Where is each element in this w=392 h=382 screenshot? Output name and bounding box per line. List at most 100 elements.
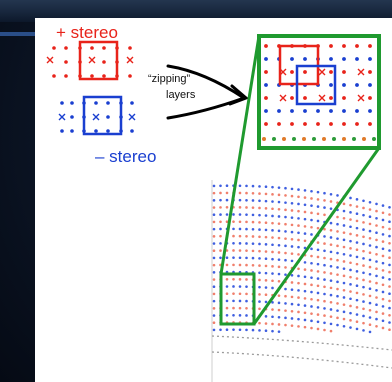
- minus-dot: [70, 129, 74, 133]
- fan-dot: [303, 210, 307, 214]
- fan-dot: [271, 308, 274, 311]
- fan-dot: [258, 271, 261, 275]
- fan-dot: [388, 270, 391, 274]
- fan-dot: [355, 291, 359, 295]
- fan-dot: [355, 327, 359, 331]
- fan-dot: [368, 323, 372, 327]
- fan-dot: [297, 231, 300, 235]
- fan-dot: [303, 239, 307, 243]
- fan-dot: [316, 313, 320, 316]
- inset-frame: [257, 34, 381, 150]
- fan-dot: [251, 199, 255, 202]
- fan-dot: [264, 286, 268, 289]
- fan-dot: [375, 317, 378, 321]
- fan-dot: [238, 328, 242, 332]
- fan-dot: [355, 262, 359, 266]
- fan-dot: [271, 229, 274, 232]
- fan-dot: [245, 328, 248, 332]
- fan-dot: [277, 279, 281, 283]
- fan-dot: [362, 213, 365, 217]
- fan-dot: [368, 222, 372, 226]
- fan-dot: [316, 291, 320, 295]
- inset-cross-mark: [279, 94, 287, 102]
- fan-dot: [212, 206, 216, 209]
- fan-dot: [336, 302, 339, 305]
- fan-dot: [303, 246, 307, 250]
- fan-dot: [232, 256, 235, 259]
- minus-stereo-label: – stereo: [95, 147, 157, 166]
- fan-dot: [381, 326, 385, 330]
- fan-dot: [238, 285, 242, 288]
- fan-dot: [316, 270, 320, 273]
- fan-dot: [245, 249, 248, 252]
- fan-boundary-dashed-2: [211, 351, 392, 369]
- fan-dot: [388, 278, 391, 281]
- fan-dot: [271, 257, 274, 261]
- fan-dot: [271, 315, 274, 319]
- fan-dot: [290, 317, 294, 320]
- fan-dot: [329, 236, 333, 239]
- fan-dot: [258, 293, 261, 296]
- fan-dot: [290, 273, 294, 277]
- fan-dot: [355, 284, 359, 288]
- fan-dot: [310, 233, 313, 236]
- fan-dot: [375, 260, 378, 263]
- inset-dot: [342, 57, 346, 61]
- fan-dot: [297, 238, 300, 242]
- fan-dot: [323, 292, 326, 296]
- fan-dot: [264, 207, 268, 210]
- fan-dot: [336, 266, 339, 269]
- fan-dot: [316, 212, 320, 216]
- fan-dot: [368, 265, 372, 269]
- fan-dot: [323, 299, 326, 303]
- fan-dot: [258, 307, 261, 311]
- plus-dot: [90, 74, 94, 78]
- fan-dot: [219, 198, 222, 202]
- fan-dot: [258, 221, 261, 224]
- fan-dot: [349, 247, 352, 250]
- inset-bottom-dot: [322, 137, 326, 141]
- fan-dot: [232, 227, 235, 231]
- fan-dot: [355, 241, 359, 244]
- fan-dot: [212, 220, 216, 224]
- fan-dot: [336, 294, 339, 298]
- fan-dot: [316, 284, 320, 288]
- inset-dot: [264, 109, 268, 113]
- fan-dot: [375, 303, 378, 307]
- inset-dot: [264, 96, 268, 100]
- fan-dot: [297, 310, 300, 314]
- fan-dot: [355, 320, 359, 324]
- fan-dot: [290, 230, 294, 234]
- fan-dot: [310, 254, 313, 258]
- fan-dot: [297, 296, 300, 299]
- inset-bottom-dot: [272, 137, 276, 141]
- fan-dot: [316, 190, 320, 194]
- fan-dot: [264, 192, 268, 196]
- fan-dot: [245, 256, 248, 260]
- fan-dot: [323, 271, 326, 274]
- fan-dot: [381, 312, 385, 315]
- plus-dot: [64, 60, 68, 64]
- fan-dot: [375, 238, 378, 242]
- fan-dot: [388, 249, 391, 252]
- fan-dot: [303, 196, 307, 199]
- fan-dot: [362, 300, 365, 303]
- fan-dot: [297, 188, 300, 191]
- fan-dot: [284, 287, 287, 291]
- fan-dot: [297, 224, 300, 227]
- fan-dot: [238, 299, 242, 303]
- fan-dot: [271, 200, 274, 203]
- inset-dot: [368, 109, 372, 113]
- fan-dot: [349, 211, 352, 214]
- fan-dot: [271, 329, 274, 333]
- fan-dot: [368, 258, 372, 262]
- fan-dot: [336, 273, 339, 276]
- fan-dot: [316, 198, 320, 201]
- fan-dot: [355, 205, 359, 208]
- fan-dot: [290, 245, 294, 248]
- fan-dot: [251, 328, 255, 332]
- fan-dot: [388, 227, 391, 231]
- fan-dot: [329, 293, 333, 297]
- inset-dot: [264, 122, 268, 126]
- inset-dot: [355, 44, 359, 48]
